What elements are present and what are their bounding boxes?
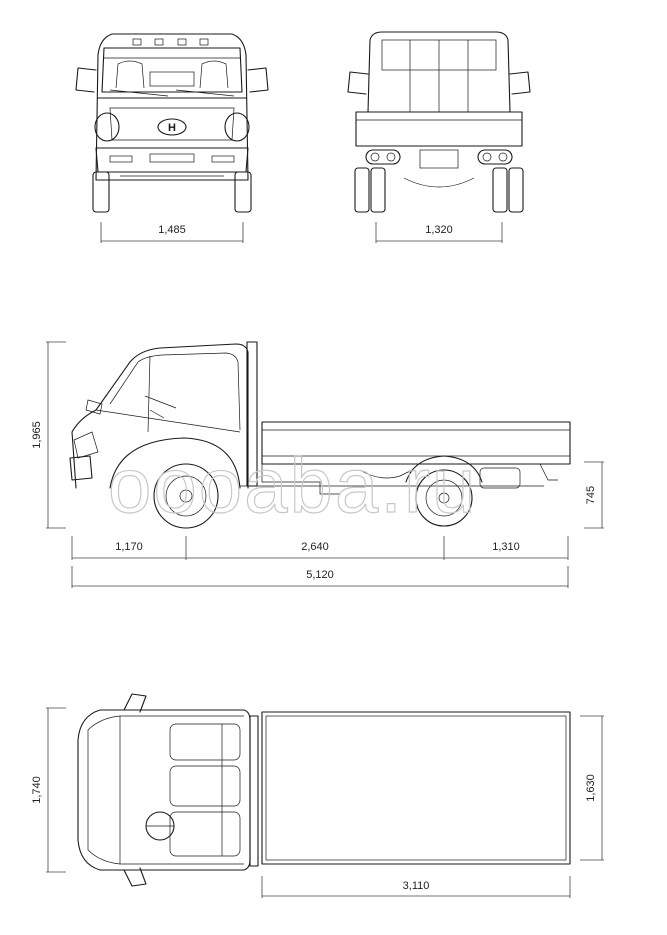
top-view [77, 693, 571, 887]
dimension-overall-length: 5,120 [71, 566, 569, 588]
dimension-length-chain: 1,170 2,640 1,310 [71, 536, 569, 560]
rear-track-label: 1,320 [425, 224, 453, 236]
dimension-rear-track: 1,320 [375, 222, 503, 243]
overall-length-label: 5,120 [306, 569, 334, 581]
dimension-overall-height: 1,965 [31, 341, 66, 529]
front-track-label: 1,485 [158, 224, 186, 236]
brand-logo-letter: H [168, 122, 176, 134]
rear-view [347, 31, 531, 213]
deck-length-label: 3,110 [403, 880, 430, 892]
front-overhang-label: 1,170 [115, 541, 143, 553]
deck-width-label: 1,630 [585, 774, 597, 802]
rear-overhang-label: 1,310 [492, 541, 520, 553]
watermark-text: oooaba.ru [108, 441, 477, 529]
overall-height-label: 1,965 [31, 421, 43, 449]
dimension-deck-height: 745 [584, 461, 604, 529]
dimension-front-track: 1,485 [100, 222, 244, 243]
brand-logo-icon [157, 118, 187, 136]
dimension-deck-length: 3,110 [261, 876, 571, 898]
front-view: H [75, 33, 269, 213]
dimension-deck-width: 1,630 [580, 715, 604, 861]
deck-height-label: 745 [585, 486, 597, 504]
dimension-overall-width: 1,740 [31, 707, 66, 873]
side-view [69, 341, 571, 529]
overall-width-label: 1,740 [31, 776, 43, 804]
wheelbase-label: 2,640 [301, 541, 329, 553]
